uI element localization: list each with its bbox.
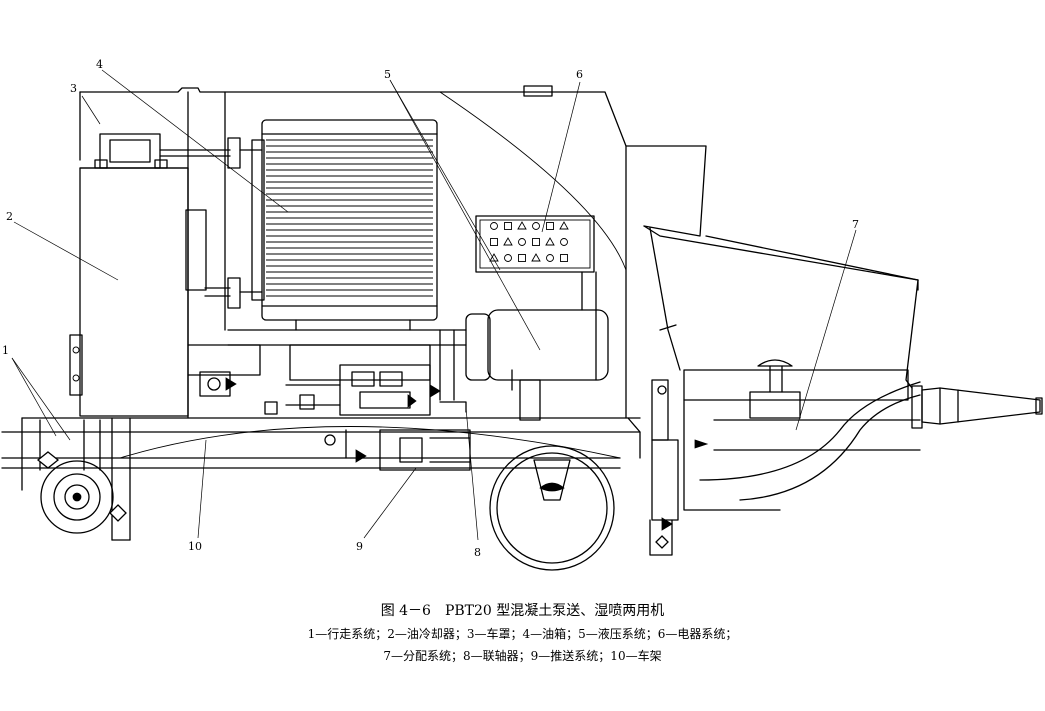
cooler-housing [69, 133, 207, 417]
car-hood [79, 85, 627, 419]
callout-10: 10 [188, 540, 202, 553]
callout-1: 1 [2, 344, 9, 357]
valve-block [264, 364, 471, 471]
callout-numbers: 1 2 3 4 5 6 7 8 9 10 [2, 58, 859, 559]
delivery-nozzle [911, 385, 1043, 429]
callout-8: 8 [474, 546, 481, 559]
oil-cooler-grille [159, 119, 438, 331]
leader-lines [11, 69, 857, 541]
figure-title: 图 4－6 PBT20 型混凝土泵送、湿喷两用机 [380, 603, 665, 619]
callout-7: 7 [852, 218, 859, 231]
callout-5: 5 [384, 68, 391, 81]
figure-legend-line-1: 1—行走系统；2—油冷却器；3—车罩；4—油箱；5—液压系统；6—电器系统； [307, 627, 738, 641]
callout-3: 3 [70, 82, 77, 95]
figure-legend-line-2: 7—分配系统；8—联轴器；9—推送系统；10—车架 [383, 649, 662, 663]
hydraulic-motor [187, 309, 609, 421]
front-wheel [36, 451, 114, 534]
callout-9: 9 [356, 540, 363, 553]
rear-wheel [489, 445, 615, 571]
callout-4: 4 [96, 58, 103, 71]
hopper [625, 145, 921, 556]
callout-2: 2 [6, 210, 13, 223]
chassis-frame [1, 417, 641, 541]
callout-6: 6 [576, 68, 583, 81]
electrical-panel [475, 215, 597, 311]
